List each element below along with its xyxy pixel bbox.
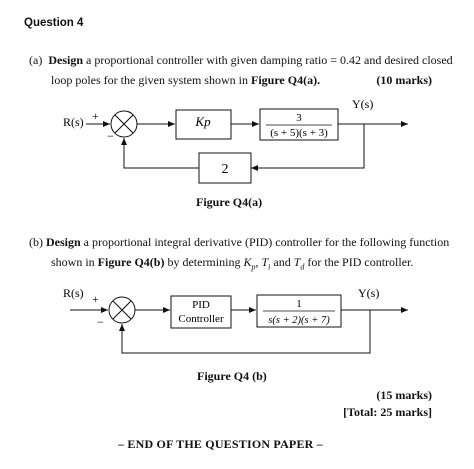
diagram-a-input-label: R(s) [63,115,84,129]
diagram-b-pid-label: PID [192,299,210,311]
and-word: and [270,255,294,269]
diagram-b-output-label: Y(s) [358,286,379,300]
diagram-a-summing-junction [110,110,138,138]
part-a-design-word: Design [48,53,83,67]
block-diagram-a: R(s) + − Kp 3 (s + 5)(s + 3) Y(s) 2 [63,97,408,184]
part-a-marks: (10 marks) [376,73,432,87]
diagram-b-plant-denominator: s(s + 2)(s + 7) [268,315,330,326]
part-b-line1-text: a proportional integral derivative (PID)… [80,235,450,249]
param-td: Td [293,255,305,272]
part-b-line2-mid: by determining [164,255,244,269]
diagram-a-minus-sign: − [107,129,114,143]
diagram-a-feedback-return [121,138,199,169]
part-a-line1: (a) Design a proportional controller wit… [29,50,453,70]
param-ti: Ti [261,255,271,272]
diagram-b-pid-block [170,295,232,329]
block-diagram-b: R(s) + − PID Controller 1 s(s + 2)(s + 7… [63,286,408,354]
comma-sep: , [255,255,262,269]
part-a-line2-text: loop poles for the given system shown in [51,73,251,87]
diagram-b-controller-label: Controller [178,313,224,325]
total-marks: [Total: 25 marks] [343,405,432,419]
part-b-line1: (b) Design a proportional integral deriv… [29,232,449,252]
part-a-line1-text: a proportional controller with given dam… [83,53,453,67]
part-a-line2: loop poles for the given system shown in… [51,70,320,90]
part-a-figure-ref: Figure Q4(a). [250,73,321,87]
diagram-a-plus-sign: + [92,109,99,123]
end-of-paper: – END OF THE QUESTION PAPER – [118,437,323,451]
part-b-line2-start: shown in [51,255,98,269]
diagram-b-summing-junction [108,296,136,324]
diagram-a-controller-label: Kp [194,114,211,129]
diagram-a-plant-denominator: (s + 5)(s + 3) [270,127,328,139]
diagram-a-plant-numerator: 3 [296,112,302,124]
diagram-a-feedback-path [251,124,365,171]
part-b-marks: (15 marks) [376,388,432,402]
part-b-line2-end: for the PID controller. [304,255,414,269]
diagram-a-plant-block [259,108,339,141]
figure-b-caption: Figure Q4 (b) [197,369,267,383]
diagram-a-controller-block [175,109,232,140]
part-b-label: (b) [29,235,43,249]
diagram-b-feedback-path [119,310,371,354]
diagram-a-output-label: Y(s) [352,97,373,111]
question-title: Question 4 [24,17,84,29]
diagram-b-plus-sign: + [92,292,99,306]
param-kp: Kp [243,255,256,272]
diagram-b-plant-numerator: 1 [296,298,302,310]
part-a-label: (a) [29,53,43,67]
part-b-figure-ref: Figure Q4(b) [97,255,165,269]
diagram-b-input-label: R(s) [63,286,84,300]
diagram-a-feedback-gain: 2 [222,162,229,177]
diagram-b-minus-sign: − [97,315,104,329]
figure-a-caption: Figure Q4(a) [196,195,263,209]
part-b-design-word: Design [46,235,81,249]
part-b-line2: shown in Figure Q4(b) by determining Kp,… [51,252,413,277]
